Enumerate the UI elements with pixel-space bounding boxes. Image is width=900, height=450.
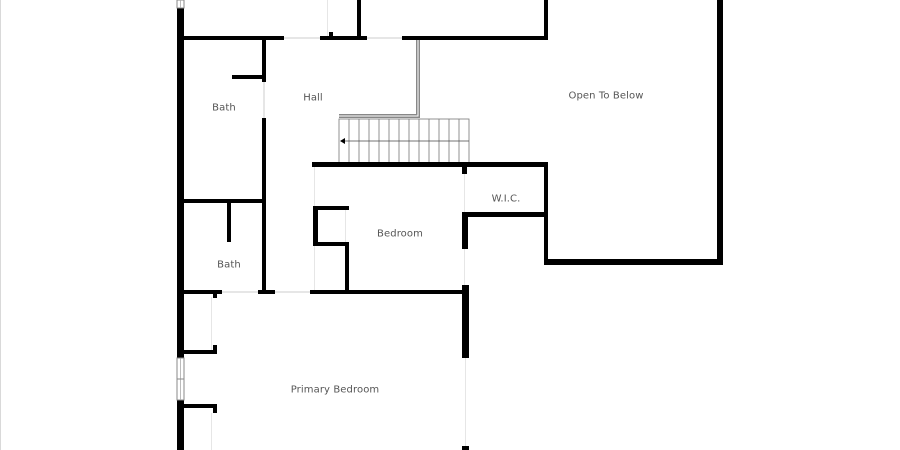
room-label-bath-lower: Bath: [217, 259, 241, 271]
opening-line: [275, 291, 310, 293]
room-label-bedroom: Bedroom: [377, 228, 423, 240]
wall-segment: [213, 290, 217, 298]
wall-segment: [320, 36, 367, 40]
opening-line: [211, 413, 212, 450]
image-left-edge: [0, 0, 1, 450]
wall-segment: [310, 290, 469, 294]
wall-segment: [180, 199, 266, 203]
wall-segment: [180, 404, 217, 408]
wall-segment: [462, 285, 469, 358]
wall-segment: [544, 214, 548, 265]
windows: [176, 0, 185, 401]
wall-segment: [544, 162, 548, 217]
opening-line: [345, 210, 346, 242]
wall-segment: [462, 212, 468, 249]
wall-segment: [180, 36, 284, 40]
wall-segment: [180, 290, 222, 294]
opening-line: [367, 37, 402, 39]
wall-segment: [180, 350, 217, 354]
wall-segment: [232, 75, 264, 79]
wall-segment: [262, 118, 266, 294]
wall-segment: [213, 345, 217, 354]
wall-segment: [313, 206, 318, 246]
opening-line: [263, 82, 265, 118]
opening-line: [222, 291, 258, 293]
wall-segment: [544, 0, 548, 40]
walls: [177, 0, 723, 450]
opening-line: [327, 0, 328, 36]
wall-segment: [462, 446, 469, 450]
wall-segment: [345, 242, 349, 292]
wall-segment: [462, 162, 467, 174]
wall-segment: [312, 162, 548, 167]
wall-segment: [262, 36, 266, 82]
opening-line: [211, 297, 212, 350]
room-label-wic: W.I.C.: [491, 193, 521, 205]
railing-line: [339, 40, 419, 117]
wall-segment: [177, 0, 184, 450]
room-label-hall: Hall: [303, 92, 323, 104]
door-openings: [211, 0, 466, 450]
wall-segment: [402, 36, 548, 40]
wall-segment: [313, 242, 349, 246]
wall-segment: [213, 404, 217, 413]
arrow-left-icon: [340, 138, 345, 144]
room-label-bath-upper: Bath: [212, 102, 236, 114]
opening-line: [464, 174, 465, 212]
wall-segment: [462, 212, 548, 217]
wall-segment: [357, 0, 361, 40]
staircase: [338, 118, 470, 164]
wall-segment: [313, 206, 349, 210]
wall-segment: [258, 290, 275, 294]
room-label-primary-bedroom: Primary Bedroom: [290, 384, 380, 396]
wall-segment: [329, 32, 333, 38]
opening-line: [284, 37, 320, 39]
wall-segment: [227, 203, 231, 242]
room-label-open-to-below: Open To Below: [568, 90, 644, 102]
opening-line: [465, 358, 466, 446]
stair-railing: [339, 40, 420, 118]
opening-line: [464, 249, 465, 285]
wall-segment: [717, 0, 723, 265]
wall-segment: [544, 259, 723, 265]
railing-line: [339, 40, 420, 118]
